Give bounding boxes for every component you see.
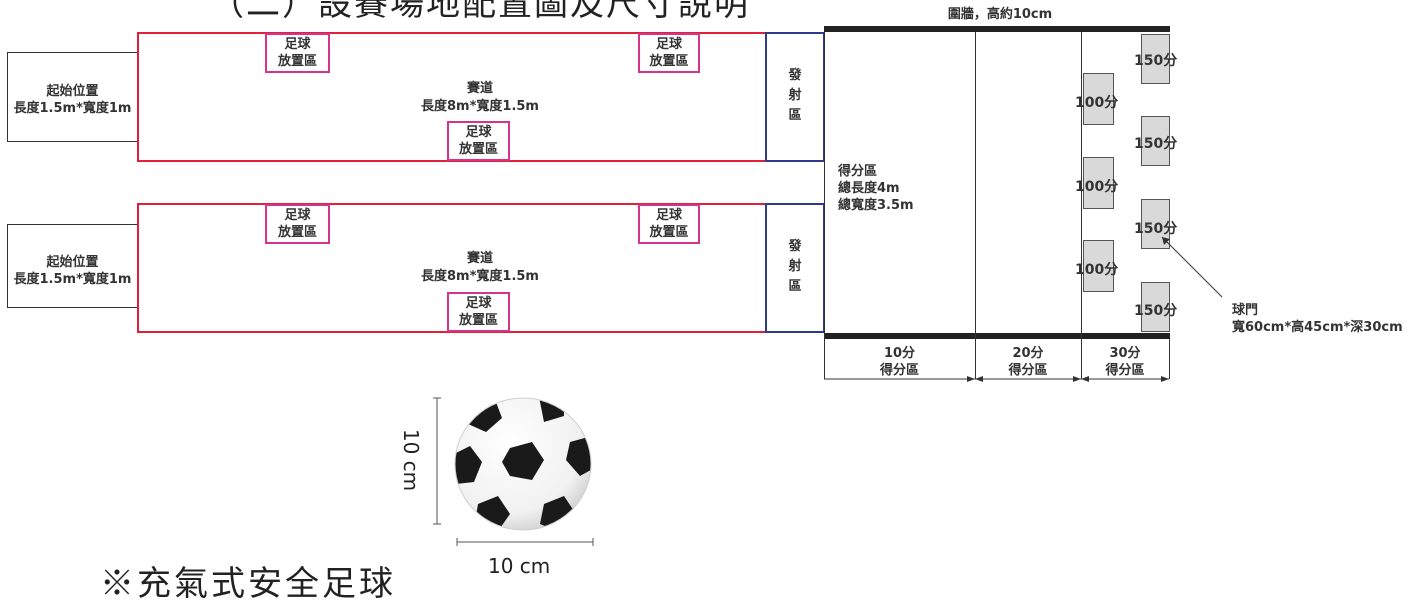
zone-divider-1 bbox=[975, 32, 976, 379]
ball-zone-lane2-b: 足球 放置區 bbox=[638, 204, 700, 244]
start-zone-dimensions: 長度1.5m*寬度1m bbox=[13, 101, 132, 116]
zone-divider-2 bbox=[1081, 32, 1082, 379]
ball-zone-lane2-c: 足球 放置區 bbox=[447, 292, 510, 332]
launch-zone-char: 區 bbox=[788, 279, 802, 294]
scoring-area-title: 得分區 bbox=[838, 164, 878, 179]
goal-points-label: 150分 bbox=[1134, 53, 1178, 69]
scoring-left-boundary bbox=[824, 32, 825, 379]
ball-zone-label: 放置區 bbox=[458, 142, 498, 157]
start-zone-lane2: 起始位置 長度1.5m*寬度1m bbox=[7, 224, 138, 308]
goal-points-label: 100分 bbox=[1075, 179, 1119, 195]
track-dimensions: 長度8m*寬度1.5m bbox=[421, 269, 539, 284]
track-dimensions: 長度8m*寬度1.5m bbox=[421, 99, 539, 114]
ball-zone-label: 放置區 bbox=[458, 313, 498, 328]
goal-100-2 bbox=[1083, 157, 1114, 209]
height-dimension-line bbox=[433, 397, 441, 525]
ball-zone-label: 足球 bbox=[465, 125, 492, 140]
soccer-ball-icon bbox=[454, 397, 592, 531]
ball-zone-label: 足球 bbox=[284, 208, 311, 223]
start-zone-title: 起始位置 bbox=[46, 84, 99, 99]
goal-150-1 bbox=[1141, 34, 1170, 84]
bottom-wall bbox=[824, 333, 1170, 339]
goal-points-label: 100分 bbox=[1075, 95, 1119, 111]
width-dimension-line bbox=[456, 538, 594, 546]
ball-zone-label: 足球 bbox=[655, 208, 682, 223]
zone-label: 得分區 bbox=[1105, 363, 1145, 378]
launch-zone-char: 發 bbox=[788, 68, 802, 83]
ball-height-label: 10 cm bbox=[399, 428, 423, 492]
goal-callout-arrow bbox=[1161, 236, 1223, 298]
ball-zone-label: 放置區 bbox=[649, 225, 689, 240]
zone-20-label: 20分 得分區 bbox=[975, 345, 1081, 379]
goal-100-1 bbox=[1083, 73, 1114, 125]
section-header: （二）設賽場地配置圖及尺寸說明 bbox=[210, 0, 750, 24]
ball-zone-label: 放置區 bbox=[649, 54, 689, 69]
goal-callout-title: 球門 bbox=[1232, 303, 1259, 318]
start-zone-dimensions: 長度1.5m*寬度1m bbox=[13, 272, 132, 287]
scoring-area-length: 總長度4m bbox=[838, 181, 900, 196]
track-title: 賽道 bbox=[466, 251, 493, 266]
zone-30-label: 30分 得分區 bbox=[1081, 345, 1169, 379]
ball-zone-label: 放置區 bbox=[277, 225, 317, 240]
launch-zone-char: 射 bbox=[788, 88, 802, 103]
goal-points-label: 100分 bbox=[1075, 262, 1119, 278]
goal-points-label: 150分 bbox=[1134, 136, 1178, 152]
track-title: 賽道 bbox=[466, 81, 493, 96]
ball-zone-label: 足球 bbox=[465, 296, 492, 311]
zone-label: 得分區 bbox=[879, 363, 919, 378]
zone-dimension-arrows bbox=[824, 376, 1169, 382]
zone-points: 20分 bbox=[1012, 346, 1044, 361]
goal-150-2 bbox=[1141, 116, 1170, 166]
goal-callout: 球門 寬60cm*高45cm*深30cm bbox=[1232, 302, 1403, 336]
zone-points: 10分 bbox=[883, 346, 916, 361]
scoring-right-boundary bbox=[1169, 339, 1170, 379]
ball-zone-lane1-a: 足球 放置區 bbox=[265, 33, 330, 73]
scoring-area-description: 得分區 總長度4m 總寬度3.5m bbox=[838, 163, 914, 214]
goal-points-label: 150分 bbox=[1134, 303, 1178, 319]
top-wall bbox=[824, 26, 1170, 32]
goal-callout-dimensions: 寬60cm*高45cm*深30cm bbox=[1232, 320, 1403, 335]
ball-zone-lane2-a: 足球 放置區 bbox=[265, 204, 330, 244]
ball-zone-lane1-c: 足球 放置區 bbox=[447, 121, 510, 161]
start-zone-title: 起始位置 bbox=[46, 255, 99, 270]
launch-zone-char: 區 bbox=[788, 108, 802, 123]
scoring-area-width: 總寬度3.5m bbox=[838, 198, 914, 213]
zone-points: 30分 bbox=[1109, 346, 1141, 361]
goal-points-label: 150分 bbox=[1134, 221, 1178, 237]
launch-zone-char: 發 bbox=[788, 239, 802, 254]
zone-10-label: 10分 得分區 bbox=[824, 345, 975, 379]
launch-zone-lane1: 發 射 區 bbox=[765, 32, 825, 162]
ball-zone-label: 足球 bbox=[655, 37, 682, 52]
ball-zone-label: 放置區 bbox=[277, 54, 317, 69]
ball-caption: ※充氣式安全足球 bbox=[100, 564, 396, 604]
ball-zone-label: 足球 bbox=[284, 37, 311, 52]
launch-zone-char: 射 bbox=[788, 259, 802, 274]
ball-width-label: 10 cm bbox=[488, 554, 551, 578]
ball-zone-lane1-b: 足球 放置區 bbox=[638, 33, 700, 73]
goal-150-4 bbox=[1141, 282, 1170, 332]
goal-100-3 bbox=[1083, 240, 1114, 292]
zone-label: 得分區 bbox=[1008, 363, 1048, 378]
start-zone-lane1: 起始位置 長度1.5m*寬度1m bbox=[7, 52, 138, 142]
wall-label: 圍牆，高約10cm bbox=[947, 7, 1053, 22]
launch-zone-lane2: 發 射 區 bbox=[765, 203, 825, 333]
